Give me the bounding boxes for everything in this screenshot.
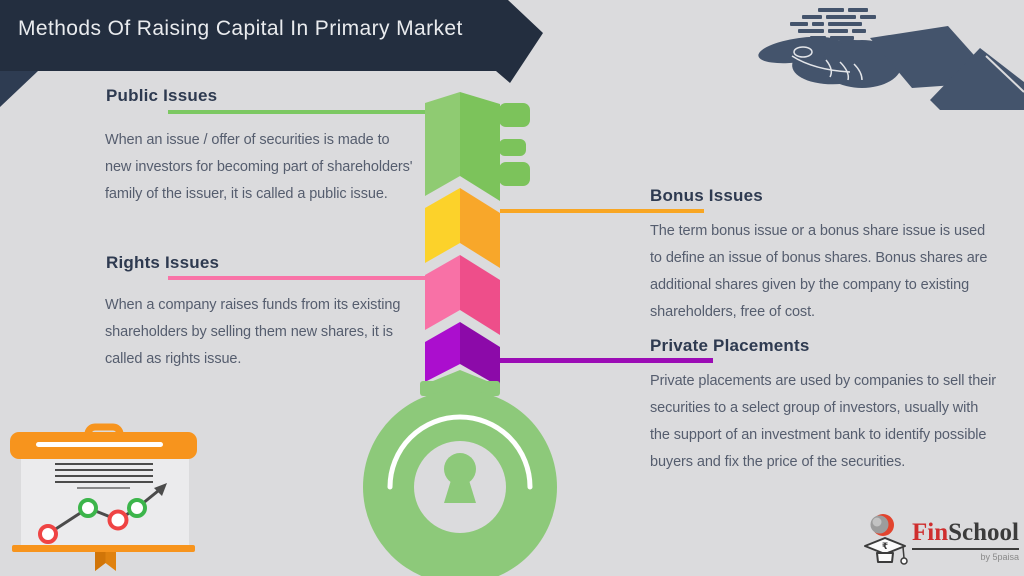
key-segment-private-left (425, 322, 460, 382)
section-heading-rights-issues: Rights Issues (106, 253, 220, 272)
easel-bottom-bar (12, 545, 195, 552)
accent-line-bonus-issues (500, 209, 704, 213)
section-body-private-placements: Private placements are used by companies… (650, 373, 996, 470)
sleeve-seam (985, 55, 1024, 93)
accent-line-public-issues (168, 110, 425, 114)
hand-offering-icon (758, 8, 1024, 110)
section-heading-private-placements: Private Placements (650, 336, 810, 355)
key-segment-rights-right (460, 255, 500, 335)
graduation-cap-icon: ₹ (864, 514, 908, 565)
brand-school: School (948, 519, 1019, 547)
page-title: Methods Of Raising Capital In Primary Ma… (18, 17, 463, 40)
key-segment-public-right (460, 92, 500, 201)
key-icon (363, 92, 557, 576)
key-segment-rights-left (425, 255, 460, 330)
finschool-logo: ₹ FinSchool by 5paisa (862, 510, 1022, 572)
section-heading-public-issues: Public Issues (106, 86, 218, 105)
key-segment-public-left (425, 92, 460, 196)
section-body-rights-issues: When a company raises funds from its exi… (105, 297, 401, 367)
key-segment-bonus-right (460, 188, 500, 268)
banner-fold (0, 71, 38, 107)
accent-line-rights-issues (168, 276, 425, 280)
brand-fin: Fin (912, 519, 949, 547)
key-teeth (499, 103, 530, 186)
brand-byline: by 5paisa (980, 551, 1019, 562)
key-segment-private-right (460, 322, 500, 387)
key-head (363, 370, 557, 576)
section-body-bonus-issues: The term bonus issue or a bonus share is… (650, 223, 988, 320)
title-banner: Methods Of Raising Capital In Primary Ma… (0, 0, 543, 83)
easel-ribbon (95, 552, 116, 571)
section-heading-bonus-issues: Bonus Issues (650, 186, 763, 205)
brand-name: FinSchool (912, 519, 1019, 550)
hand-silhouette (758, 26, 1024, 110)
key-segment-bonus-left (425, 188, 460, 263)
palm-creases (791, 46, 863, 81)
hand-dashes (790, 8, 876, 40)
board-line-chart (38, 483, 167, 544)
accent-line-private-placements (500, 358, 713, 363)
section-body-public-issues: When an issue / offer of securities is m… (105, 132, 413, 202)
presentation-chart-icon (10, 423, 197, 571)
board-text-lines (55, 463, 153, 489)
svg-text:₹: ₹ (882, 542, 888, 552)
